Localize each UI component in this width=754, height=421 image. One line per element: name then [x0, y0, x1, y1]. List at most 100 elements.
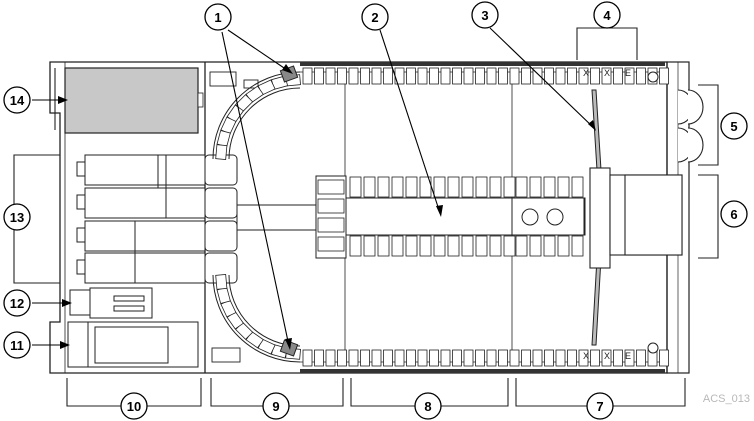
center-cell [317, 198, 345, 214]
center-cell [349, 176, 362, 198]
center-cell [405, 235, 418, 257]
center-cell [503, 176, 516, 198]
storage-cell [417, 349, 428, 367]
storage-cell [383, 349, 393, 367]
center-cell [475, 235, 488, 257]
callout-7: 7 [586, 392, 614, 420]
storage-cell [475, 349, 485, 367]
storage-cell [544, 349, 554, 367]
storage-cell [360, 349, 370, 367]
figure-id: ACS_013 [703, 393, 750, 405]
storage-cell [452, 67, 462, 85]
storage-cell [567, 349, 577, 367]
storage-cell [429, 349, 439, 367]
callout-12-label: 12 [10, 296, 24, 311]
curved-cell [215, 144, 228, 160]
drive-bays-13 [76, 154, 238, 284]
callout-1-label: 1 [214, 10, 221, 25]
storage-cell [509, 67, 520, 85]
storage-cell [555, 67, 566, 85]
storage-cell [371, 349, 382, 367]
center-cell [543, 235, 556, 257]
curved-cells-top [215, 74, 301, 160]
center-cell [377, 176, 390, 198]
storage-cell [590, 349, 600, 367]
bottom-storage-cells [302, 349, 669, 367]
storage-cell [463, 67, 474, 85]
central-cells [317, 176, 584, 257]
center-cell [571, 176, 584, 198]
slot-tag-bottom-3: E [625, 351, 631, 361]
center-cell [461, 235, 474, 257]
storage-cell [567, 67, 577, 85]
center-cell [529, 176, 542, 198]
callout-2: 2 [361, 3, 389, 31]
center-cell [461, 176, 474, 198]
center-cell [475, 176, 488, 198]
callout-6-label: 6 [730, 207, 737, 222]
center-cell [571, 235, 584, 257]
center-cell [391, 235, 404, 257]
storage-cell [417, 67, 428, 85]
storage-cell [394, 349, 405, 367]
callout-3-label: 3 [481, 8, 488, 23]
storage-cell [555, 349, 566, 367]
storage-cell [532, 349, 543, 367]
storage-cell [371, 67, 382, 85]
storage-cell [613, 349, 623, 367]
center-cell [363, 235, 376, 257]
storage-cell [325, 67, 336, 85]
power-unit-14 [64, 67, 199, 134]
storage-cell [360, 67, 370, 85]
callout-7-label: 7 [596, 399, 603, 414]
storage-cell [325, 349, 336, 367]
center-cell [317, 236, 345, 252]
center-cell [447, 176, 460, 198]
power-unit-handle [197, 92, 204, 108]
callout-8: 8 [414, 392, 442, 420]
curved-cell [216, 130, 231, 148]
top-storage-cells [302, 67, 669, 85]
callout-4-label: 4 [603, 8, 611, 23]
slot-tag-top-2: X [604, 68, 610, 78]
center-cell [489, 176, 502, 198]
storage-cell [590, 67, 600, 85]
center-cell [433, 235, 446, 257]
storage-cell [601, 349, 612, 367]
storage-cell [440, 349, 451, 367]
slot-tag-bottom-1: X [583, 351, 589, 361]
slot-tags-top: X X E [583, 68, 631, 78]
storage-cell [521, 349, 531, 367]
center-cell [317, 217, 345, 233]
callout-9-label: 9 [272, 399, 279, 414]
storage-cell [486, 67, 497, 85]
center-cell [377, 235, 390, 257]
storage-cell [624, 67, 635, 85]
center-cell [543, 176, 556, 198]
storage-cell [302, 67, 313, 85]
center-cell [317, 179, 345, 195]
zone9-panels [209, 71, 259, 363]
center-cell [557, 235, 570, 257]
callout-6: 6 [720, 200, 748, 228]
storage-cell [440, 67, 451, 85]
callout-1: 1 [204, 3, 232, 31]
storage-cell [498, 349, 508, 367]
center-cell [349, 235, 362, 257]
controller-12 [69, 287, 153, 319]
curved-cell [215, 274, 228, 290]
callout-12: 12 [3, 289, 31, 317]
center-cell [529, 235, 542, 257]
center-cell [515, 176, 528, 198]
storage-cell [509, 349, 520, 367]
callout-11: 11 [3, 331, 31, 359]
center-cell [419, 235, 432, 257]
storage-cell [463, 349, 474, 367]
storage-cell [636, 67, 646, 85]
callout-13-label: 13 [10, 210, 24, 225]
slot-tag-top-3: E [625, 68, 631, 78]
slot-tag-bottom-2: X [604, 351, 610, 361]
callout-2-label: 2 [371, 10, 378, 25]
callout-10-label: 10 [127, 399, 141, 414]
